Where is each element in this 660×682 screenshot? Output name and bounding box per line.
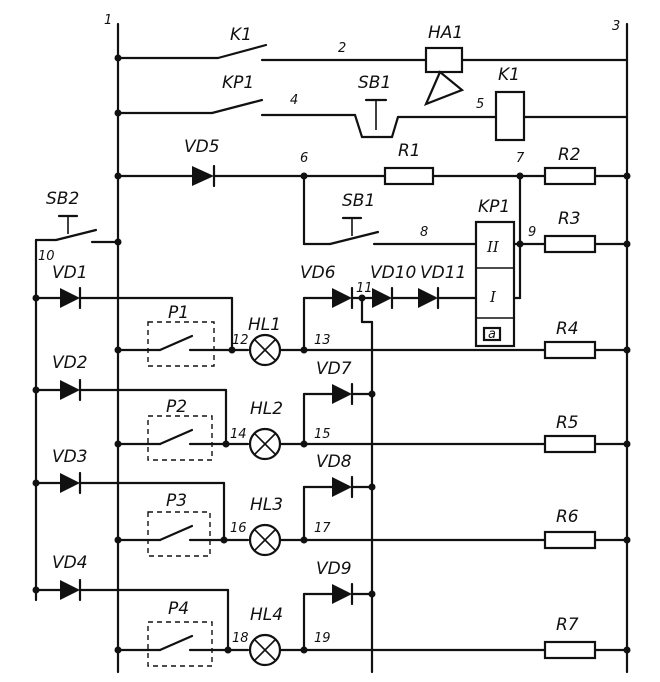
kp1-mark-box <box>482 326 502 342</box>
kp1-mark: a <box>488 327 496 342</box>
kp1-relay-label: KP1 <box>478 197 510 217</box>
vd8-label: VD8 <box>316 452 352 472</box>
node-10: 10 <box>38 249 55 264</box>
row-sb1-kp1 <box>302 174 631 348</box>
node-12: 12 <box>232 333 249 348</box>
branch-3 <box>32 471 631 557</box>
p3-label: P3 <box>166 491 187 511</box>
vd7-label: VD7 <box>316 359 352 379</box>
node-4: 4 <box>290 93 298 108</box>
rail-label-left: 1 <box>104 13 112 28</box>
node-14: 14 <box>230 427 247 442</box>
node-17: 17 <box>314 521 331 536</box>
vd2-label: VD2 <box>52 353 88 373</box>
r2-label: R2 <box>558 145 581 165</box>
vd5-label: VD5 <box>184 137 220 157</box>
node-5: 5 <box>476 97 484 112</box>
branch-2 <box>32 378 631 461</box>
node-18: 18 <box>232 631 249 646</box>
vd4-label: VD4 <box>52 553 88 573</box>
node-11: 11 <box>356 281 373 296</box>
k1-coil-label: K1 <box>498 65 520 85</box>
vd10-label: VD10 <box>370 263 416 283</box>
vd1-label: VD1 <box>52 263 88 283</box>
node-9: 9 <box>528 225 536 240</box>
sb1-top-label: SB1 <box>358 73 391 93</box>
p4-label: P4 <box>168 599 189 619</box>
row-k1-horn <box>114 43 629 106</box>
p2-label: P2 <box>166 397 187 417</box>
branch-1 <box>32 286 631 674</box>
r6-label: R6 <box>556 507 579 527</box>
r3-label: R3 <box>558 209 581 229</box>
kp1-winding-2: II <box>486 238 500 256</box>
node-19: 19 <box>314 631 331 646</box>
vd9-label: VD9 <box>316 559 352 579</box>
hl1-label: HL1 <box>248 315 281 335</box>
rail-label-right: 3 <box>612 19 620 34</box>
node-7: 7 <box>516 151 525 166</box>
hl2-label: HL2 <box>250 399 283 419</box>
sb2-label: SB2 <box>46 189 79 209</box>
node-8: 8 <box>420 225 428 240</box>
r7-label: R7 <box>556 615 579 635</box>
node-16: 16 <box>230 521 247 536</box>
p1-label: P1 <box>168 303 189 323</box>
vd6-label: VD6 <box>300 263 336 283</box>
node-15: 15 <box>314 427 331 442</box>
r5-label: R5 <box>556 413 579 433</box>
node-2: 2 <box>338 41 346 56</box>
row-kp1-coil <box>114 90 629 142</box>
node-13: 13 <box>314 333 331 348</box>
sb1-mid-label: SB1 <box>342 191 375 211</box>
k1-contact-label: K1 <box>230 25 252 45</box>
node-6: 6 <box>300 151 308 166</box>
branch-4 <box>32 578 631 667</box>
horn-label: HA1 <box>428 23 463 43</box>
kp1-contact-label: KP1 <box>222 73 254 93</box>
hl3-label: HL3 <box>250 495 283 515</box>
vd11-label: VD11 <box>420 263 466 283</box>
r1-label: R1 <box>398 141 421 161</box>
row-vd5-r1-r2 <box>114 164 631 188</box>
r4-label: R4 <box>556 319 579 339</box>
vd3-label: VD3 <box>52 447 88 467</box>
hl4-label: HL4 <box>250 605 283 625</box>
kp1-winding-1: I <box>489 288 497 306</box>
